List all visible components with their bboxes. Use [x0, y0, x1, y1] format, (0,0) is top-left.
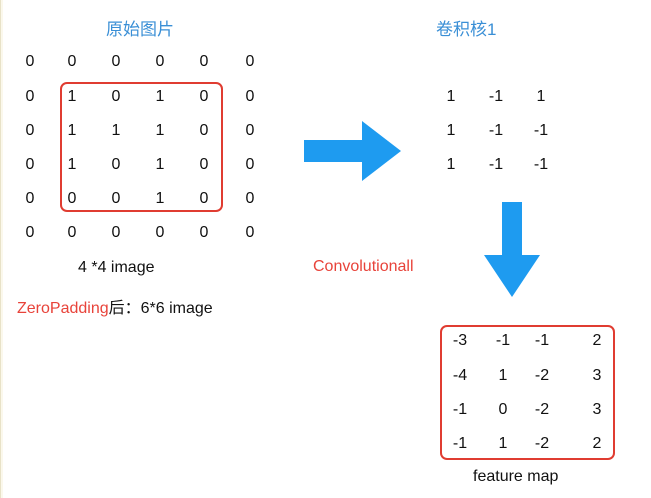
input-cell-r2-c5: 0: [245, 122, 255, 139]
input-cell-r3-c1: 1: [67, 156, 77, 173]
kernel-cell-r0-c2: 1: [536, 88, 546, 105]
input-cell-r4-c5: 0: [245, 190, 255, 207]
padding-caption: ZeroPadding后：6*6 image: [17, 294, 213, 318]
right-arrow-icon: [304, 121, 401, 181]
input-cell-r3-c3: 1: [155, 156, 165, 173]
input-cell-r5-c2: 0: [111, 224, 121, 241]
input-cell-r0-c2: 0: [111, 53, 121, 70]
input-caption: 4 *4 image: [78, 259, 155, 276]
input-cell-r4-c3: 1: [155, 190, 165, 207]
input-cell-r0-c5: 0: [245, 53, 255, 70]
input-cell-r2-c2: 1: [111, 122, 121, 139]
kernel-cell-r2-c2: -1: [533, 156, 549, 173]
input-cell-r1-c3: 1: [155, 88, 165, 105]
feature-cell-r1-c0: -4: [452, 367, 468, 384]
feature-cell-r3-c1: 1: [498, 435, 508, 452]
down-arrow-icon: [484, 202, 540, 297]
input-cell-r0-c1: 0: [67, 53, 77, 70]
feature-cell-r3-c3: 2: [592, 435, 602, 452]
input-cell-r2-c4: 0: [199, 122, 209, 139]
feature-cell-r2-c0: -1: [452, 401, 468, 418]
input-cell-r5-c0: 0: [25, 224, 35, 241]
input-cell-r2-c1: 1: [67, 122, 77, 139]
feature-cell-r1-c2: -2: [534, 367, 550, 384]
input-cell-r1-c4: 0: [199, 88, 209, 105]
kernel-cell-r2-c1: -1: [488, 156, 504, 173]
kernel-cell-r1-c1: -1: [488, 122, 504, 139]
kernel-cell-r0-c1: -1: [488, 88, 504, 105]
padding-label: ZeroPadding: [17, 300, 109, 317]
operation-label: Convolutionall: [313, 258, 414, 275]
padding-suffix: 后：6*6 image: [108, 300, 213, 317]
input-cell-r0-c4: 0: [199, 53, 209, 70]
left-edge-shade: [0, 0, 1, 498]
input-cell-r4-c0: 0: [25, 190, 35, 207]
input-cell-r1-c5: 0: [245, 88, 255, 105]
input-cell-r5-c4: 0: [199, 224, 209, 241]
input-cell-r4-c4: 0: [199, 190, 209, 207]
kernel-cell-r1-c2: -1: [533, 122, 549, 139]
feature-cell-r1-c1: 1: [498, 367, 508, 384]
input-cell-r5-c5: 0: [245, 224, 255, 241]
feature-map-box: [440, 325, 615, 460]
input-cell-r1-c0: 0: [25, 88, 35, 105]
kernel-cell-r2-c0: 1: [446, 156, 456, 173]
feature-cell-r0-c1: -1: [495, 332, 511, 349]
feature-cell-r3-c2: -2: [534, 435, 550, 452]
feature-cell-r2-c2: -2: [534, 401, 550, 418]
input-cell-r0-c3: 0: [155, 53, 165, 70]
input-cell-r4-c2: 0: [111, 190, 121, 207]
input-cell-r3-c4: 0: [199, 156, 209, 173]
input-cell-r2-c0: 0: [25, 122, 35, 139]
input-title: 原始图片: [106, 20, 174, 39]
input-cell-r5-c1: 0: [67, 224, 77, 241]
input-cell-r2-c3: 1: [155, 122, 165, 139]
original-image-highlight: [60, 82, 223, 212]
feature-map-caption: feature map: [473, 468, 559, 485]
kernel-title: 卷积核1: [436, 20, 497, 39]
feature-cell-r0-c2: -1: [534, 332, 550, 349]
feature-cell-r0-c0: -3: [452, 332, 468, 349]
input-cell-r4-c1: 0: [67, 190, 77, 207]
feature-cell-r1-c3: 3: [592, 367, 602, 384]
kernel-cell-r0-c0: 1: [446, 88, 456, 105]
feature-cell-r2-c1: 0: [498, 401, 508, 418]
feature-cell-r3-c0: -1: [452, 435, 468, 452]
input-cell-r1-c2: 0: [111, 88, 121, 105]
input-cell-r3-c0: 0: [25, 156, 35, 173]
input-cell-r5-c3: 0: [155, 224, 165, 241]
feature-cell-r2-c3: 3: [592, 401, 602, 418]
kernel-cell-r1-c0: 1: [446, 122, 456, 139]
left-edge-shade-inner: [1, 0, 3, 498]
input-cell-r0-c0: 0: [25, 53, 35, 70]
input-cell-r3-c5: 0: [245, 156, 255, 173]
feature-cell-r0-c3: 2: [592, 332, 602, 349]
input-cell-r1-c1: 1: [67, 88, 77, 105]
input-cell-r3-c2: 0: [111, 156, 121, 173]
